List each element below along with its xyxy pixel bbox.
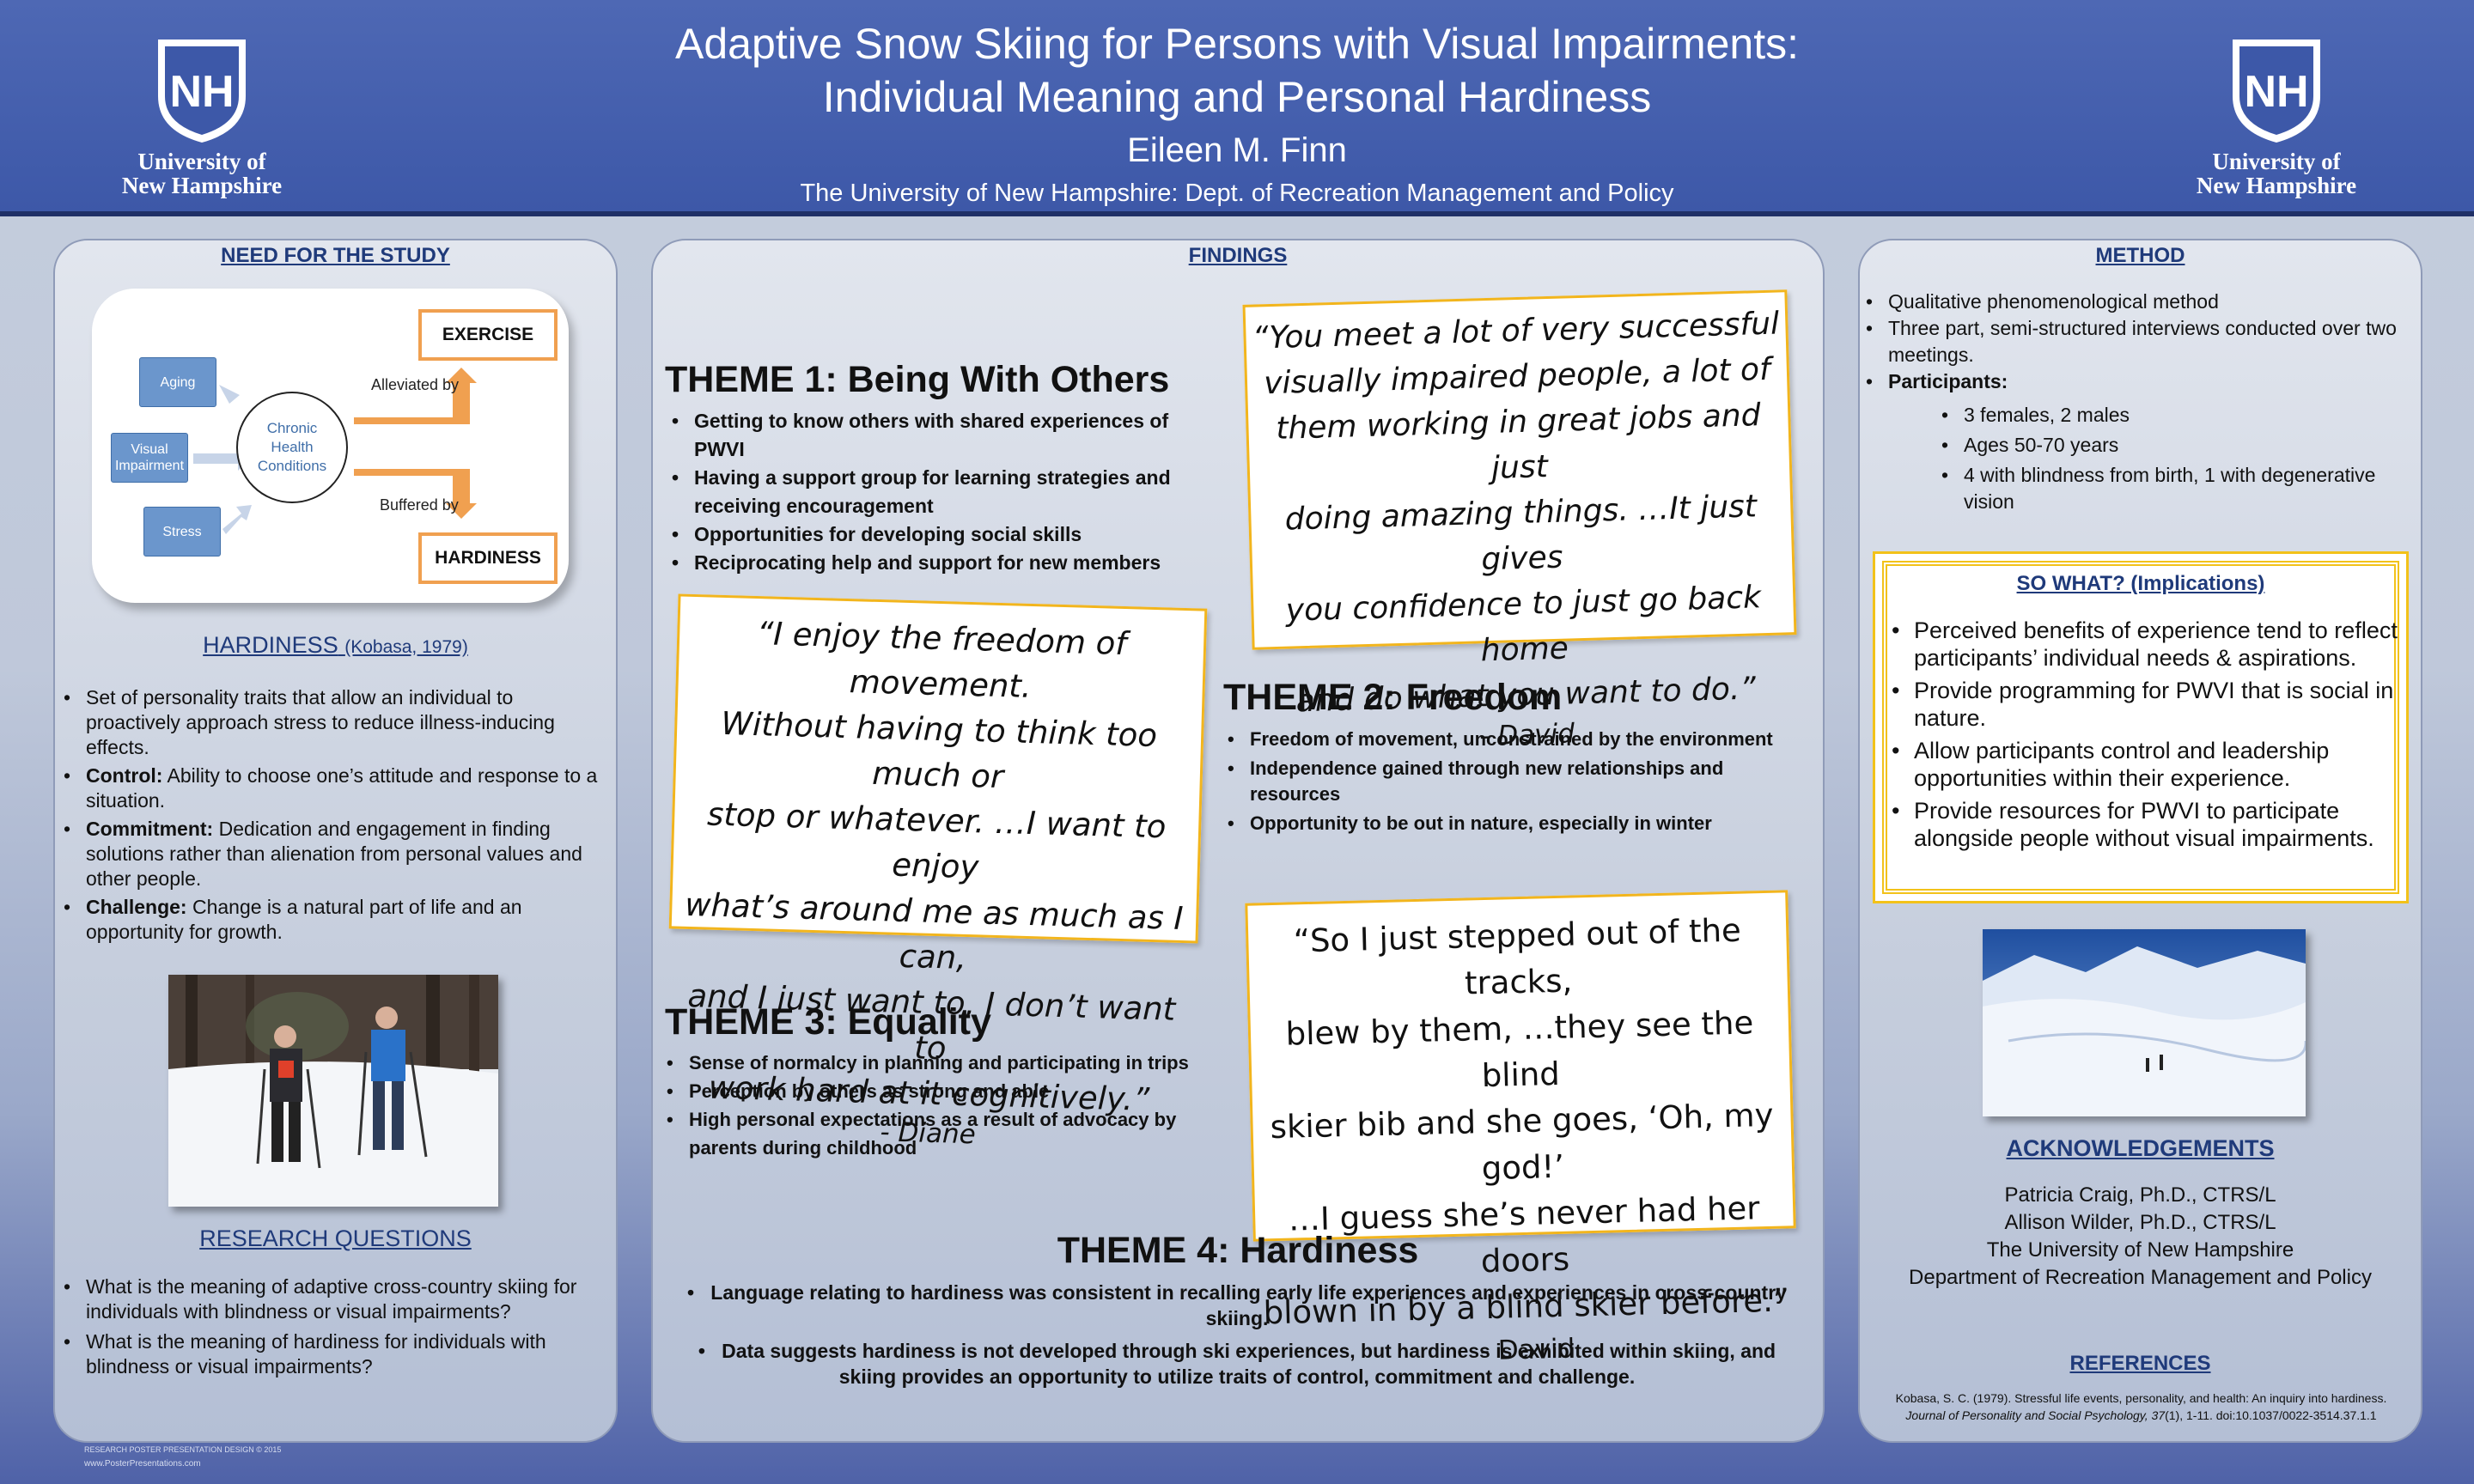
diagram-arrows xyxy=(193,368,477,534)
list-item: Opportunity to be out in nature, especia… xyxy=(1224,811,1782,836)
list-item: Having a support group for learning stra… xyxy=(668,464,1210,520)
list-item: Getting to know others with shared exper… xyxy=(668,407,1210,464)
hardiness-box: HARDINESS xyxy=(418,532,558,584)
unh-logo-left: NH University of New Hampshire xyxy=(99,36,305,208)
theme4-list: • Language relating to hardiness was con… xyxy=(670,1280,1804,1390)
quote-david-2: “So I just stepped out of the tracks, bl… xyxy=(1245,890,1796,1366)
findings-heading: FINDINGS xyxy=(1188,244,1288,267)
theme3-list: Sense of normalcy in planning and partic… xyxy=(663,1049,1239,1162)
theme2-list: Freedom of movement, unconstrained by th… xyxy=(1224,727,1782,836)
stress-box: Stress xyxy=(143,507,221,556)
list-item: Three part, semi-structured interviews c… xyxy=(1862,315,2412,368)
poster-header: NH University of New Hampshire Adaptive … xyxy=(0,0,2474,216)
list-item: Freedom of movement, unconstrained by th… xyxy=(1224,727,1782,752)
list-item: Provide programming for PWVI that is soc… xyxy=(1888,677,2400,732)
logo-text: University of New Hampshire xyxy=(2196,149,2357,198)
poster-title-line2: Individual Meaning and Personal Hardines… xyxy=(822,73,1652,121)
hardiness-heading: HARDINESS (Kobasa, 1979) xyxy=(203,632,468,658)
list-item: Ages 50-70 years xyxy=(1938,432,2402,459)
list-item: What is the meaning of adaptive cross-co… xyxy=(60,1274,601,1324)
hardiness-list: Set of personality traits that allow an … xyxy=(60,685,601,945)
rq-list: What is the meaning of adaptive cross-co… xyxy=(60,1274,601,1379)
list-item: Allow participants control and leadershi… xyxy=(1888,737,2400,792)
poster-title-line1: Adaptive Snow Skiing for Persons with Vi… xyxy=(674,20,1799,68)
poster-author: Eileen M. Finn xyxy=(1127,131,1347,169)
logo-text: University of New Hampshire xyxy=(121,149,283,198)
theme2-title: THEME 2: Freedom xyxy=(1223,677,1563,718)
skiers-photo xyxy=(168,975,498,1207)
hardiness-citation: (Kobasa, 1979) xyxy=(344,637,468,657)
list-item: • Language relating to hardiness was con… xyxy=(687,1281,1787,1329)
participants-list: 3 females, 2 males Ages 50-70 years 4 wi… xyxy=(1938,402,2402,515)
list-item: High personal expectations as a result o… xyxy=(663,1105,1239,1162)
list-item: Opportunities for developing social skil… xyxy=(668,520,1210,549)
sowhat-list: Perceived benefits of experience tend to… xyxy=(1888,617,2400,852)
shield-mark: NH xyxy=(2244,67,2308,117)
unh-logo-right: NH University of New Hampshire xyxy=(2173,36,2380,208)
theme4-title: THEME 4: Hardiness xyxy=(1057,1230,1419,1271)
list-item: Reciprocating help and support for new m… xyxy=(668,549,1210,577)
footer-url: www.PosterPresentations.com xyxy=(84,1459,201,1469)
list-item: 4 with blindness from birth, 1 with dege… xyxy=(1938,462,2402,515)
list-item: Perceived benefits of experience tend to… xyxy=(1888,617,2400,672)
unh-shield-icon: NH xyxy=(2233,40,2320,143)
snow-mountain-photo xyxy=(1983,929,2306,1116)
theme3-title: THEME 3: Equality xyxy=(665,1001,991,1043)
list-item: 3 females, 2 males xyxy=(1938,402,2402,429)
method-list: Qualitative phenomenological method Thre… xyxy=(1862,289,2412,395)
list-item: What is the meaning of hardiness for ind… xyxy=(60,1329,601,1379)
list-item: Control: Ability to choose one’s attitud… xyxy=(60,763,601,813)
theme1-list: Getting to know others with shared exper… xyxy=(668,407,1210,577)
exercise-box: EXERCISE xyxy=(418,309,558,361)
aging-box: Aging xyxy=(139,357,216,407)
footer-credit: RESEARCH POSTER PRESENTATION DESIGN © 20… xyxy=(84,1445,282,1454)
list-item: Set of personality traits that allow an … xyxy=(60,685,601,760)
references-heading: REFERENCES xyxy=(2069,1352,2211,1375)
list-item: Qualitative phenomenological method xyxy=(1862,289,2412,315)
list-item: Challenge: Change is a natural part of l… xyxy=(60,895,601,945)
poster-affiliation: The University of New Hampshire: Dept. o… xyxy=(800,179,1674,207)
shield-mark: NH xyxy=(169,67,234,117)
rq-heading: RESEARCH QUESTIONS xyxy=(199,1226,472,1251)
sowhat-heading: SO WHAT? (Implications) xyxy=(2016,572,2265,595)
method-heading: METHOD xyxy=(2095,244,2185,267)
ack-lines: Patricia Craig, Ph.D., CTRS/L Allison Wi… xyxy=(1909,1183,2372,1289)
list-item: • Data suggests hardiness is not develop… xyxy=(698,1340,1776,1388)
list-item: Sense of normalcy in planning and partic… xyxy=(663,1049,1239,1077)
buffered-label: Buffered by xyxy=(380,496,459,514)
alleviated-label: Alleviated by xyxy=(371,376,460,393)
need-heading: NEED FOR THE STUDY xyxy=(221,244,450,267)
unh-shield-icon: NH xyxy=(158,40,246,143)
ack-heading: ACKNOWLEDGEMENTS xyxy=(2006,1135,2275,1161)
list-item: Commitment: Dedication and engagement in… xyxy=(60,817,601,891)
list-item: Provide resources for PWVI to participat… xyxy=(1888,797,2400,852)
quote-david-1: “You meet a lot of very successful visua… xyxy=(1242,289,1797,751)
list-item: Independence gained through new relation… xyxy=(1224,756,1782,807)
list-item: Participants: xyxy=(1862,368,2412,395)
theme1-title: THEME 1: Being With Others xyxy=(665,359,1170,400)
list-item: Perception by others as strong and able xyxy=(663,1077,1239,1105)
quote-diane: “I enjoy the freedom of movement. Withou… xyxy=(668,593,1208,1150)
reference-entry: Kobasa, S. C. (1979). Stressful life eve… xyxy=(1895,1391,2387,1422)
